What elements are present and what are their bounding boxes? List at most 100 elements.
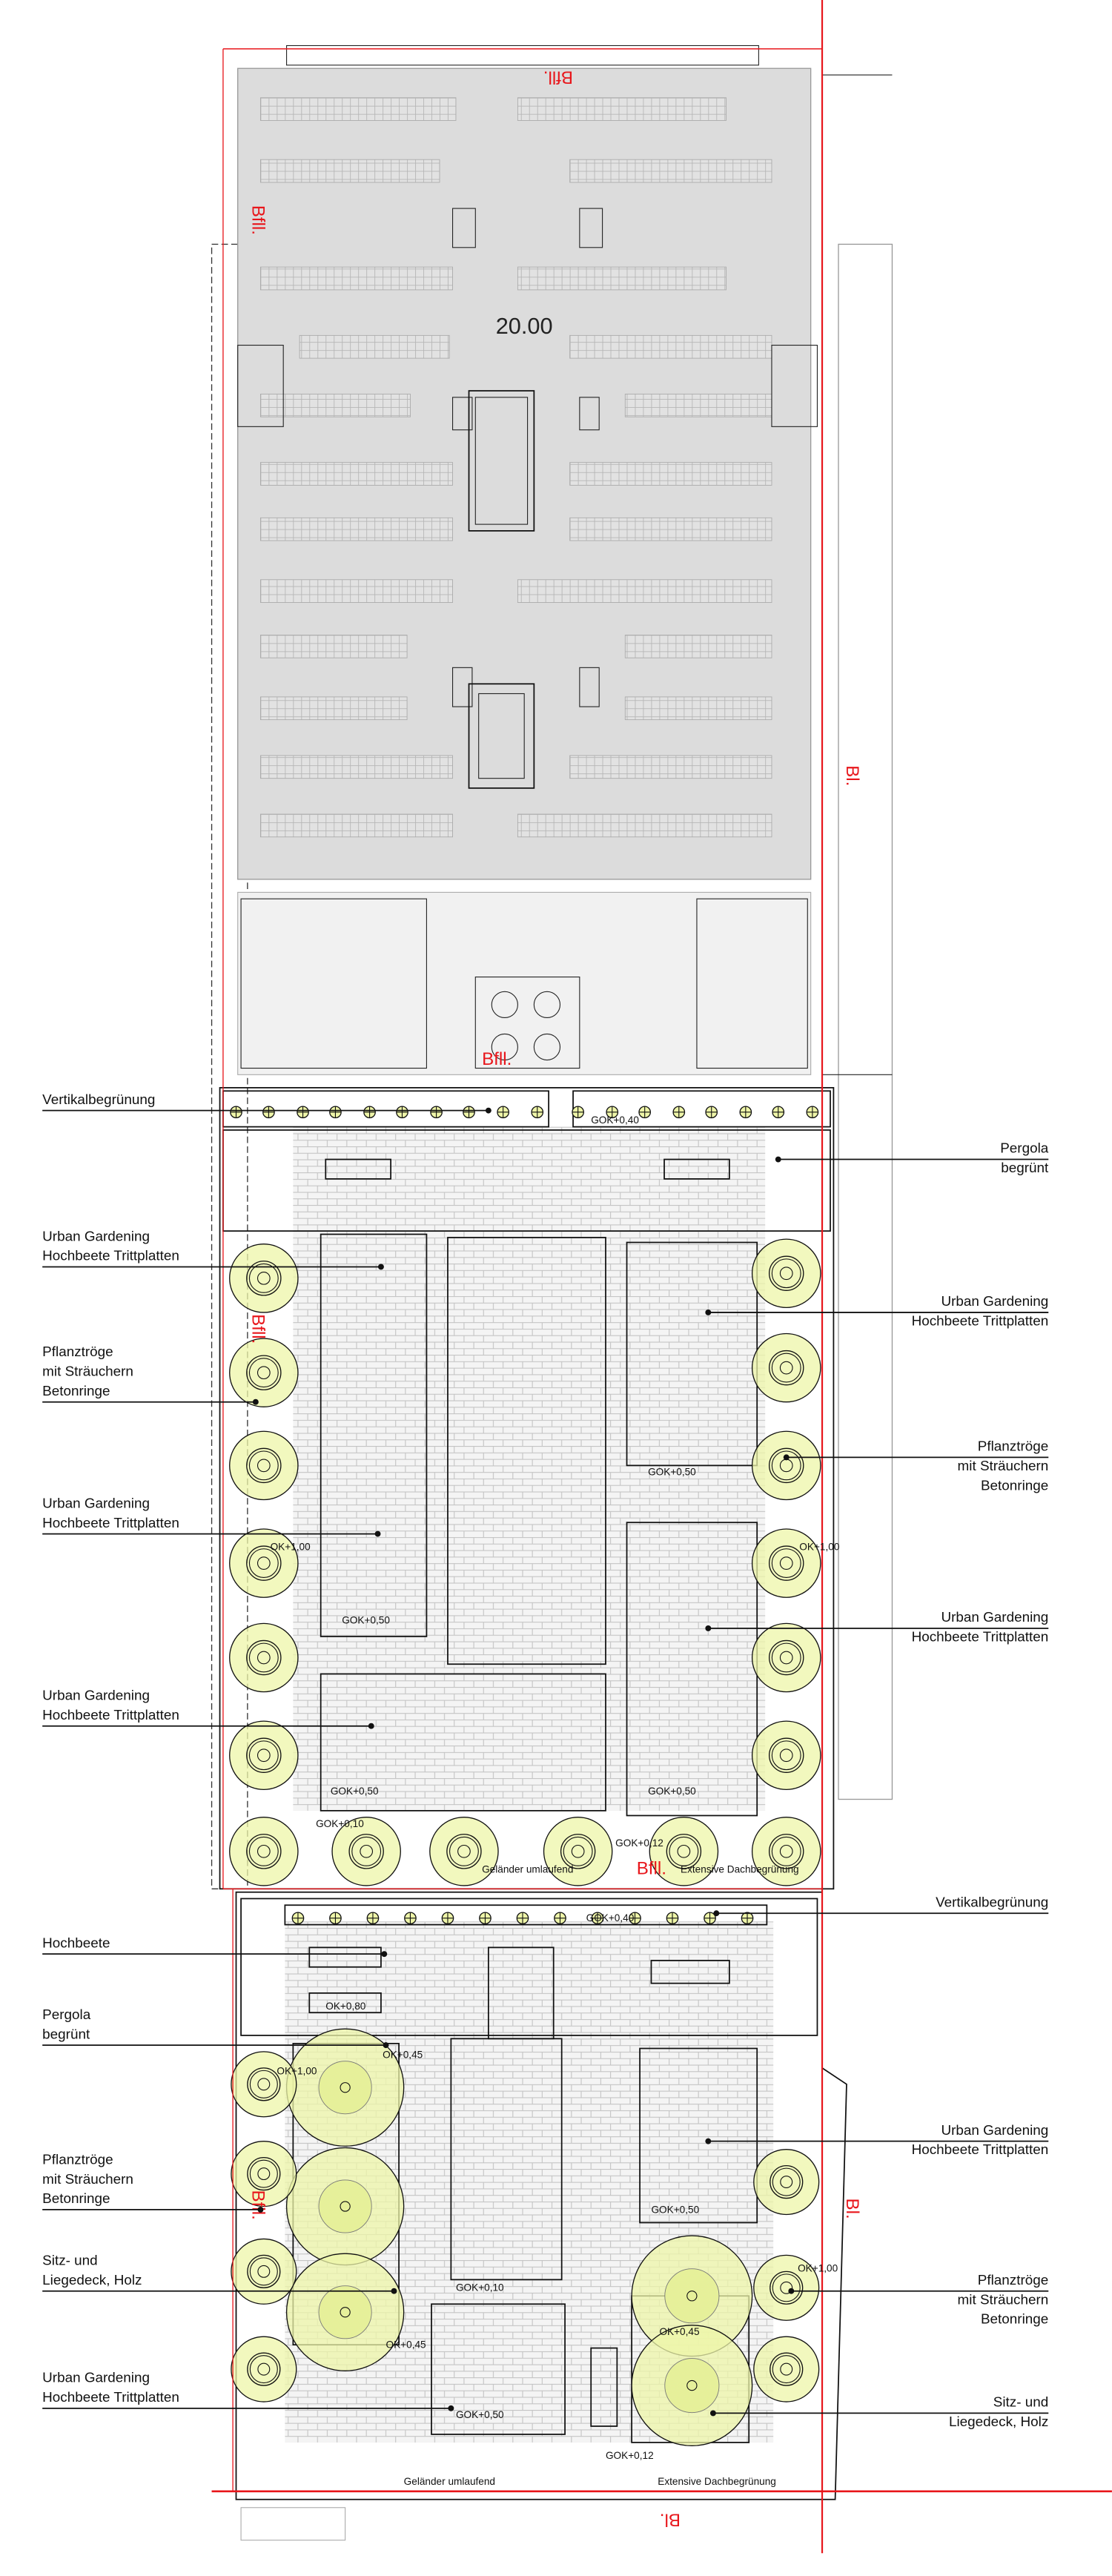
concrete-ring-planter xyxy=(751,1238,821,1309)
planter-core xyxy=(677,1844,691,1858)
planter-core xyxy=(780,2176,793,2189)
planter-core xyxy=(360,1844,374,1858)
elevation-label: GOK+0,40 xyxy=(591,1114,639,1126)
callout-label-left: Hochbeete Trittplatten xyxy=(42,1249,179,1264)
leader-dot xyxy=(368,1723,374,1729)
elevation-label: OK+0,45 xyxy=(383,2050,423,2061)
tree-crown xyxy=(664,2268,720,2324)
concrete-ring-planter xyxy=(753,2336,820,2402)
callout-label-right: Pflanztröge xyxy=(978,2273,1048,2288)
concrete-ring-planter xyxy=(229,1244,299,1313)
concrete-ring-planter xyxy=(649,1817,719,1886)
upper-roof-terrace xyxy=(219,1087,835,1890)
planter-ring xyxy=(771,1353,801,1383)
site-outline xyxy=(211,44,893,1889)
climbing-plant-cross xyxy=(606,1106,618,1118)
tree-trunk xyxy=(340,2307,351,2318)
planter-ring xyxy=(560,1834,596,1869)
callout-label-right: Vertikalbegrünung xyxy=(936,1895,1048,1910)
planter-ring xyxy=(769,1350,804,1386)
planter-core xyxy=(779,1651,793,1665)
grid-block xyxy=(569,462,772,486)
climbing-plant-cross xyxy=(297,1106,309,1118)
grid-block xyxy=(517,97,727,121)
callout-label-left: Vertikalbegrünung xyxy=(42,1092,155,1108)
concrete-ring-planter xyxy=(429,1817,499,1886)
planter-core xyxy=(779,1844,793,1858)
leader-dot xyxy=(252,1398,259,1405)
grid-block xyxy=(259,266,453,291)
planter-ring xyxy=(446,1834,482,1869)
planter-ring xyxy=(247,2156,281,2191)
climbing-plant-cross xyxy=(262,1106,275,1118)
concrete-ring-planter xyxy=(231,2336,297,2402)
climbing-plant-cross xyxy=(554,1912,566,1924)
callout-label-left: Sitz- und xyxy=(42,2253,98,2269)
planter-ring xyxy=(248,1740,279,1771)
climbing-plant-cross xyxy=(772,1106,784,1118)
planter-ring xyxy=(770,2164,804,2199)
callout-label-right: Urban Gardening xyxy=(941,1294,1048,1310)
callout-label-left: Urban Gardening xyxy=(42,1496,150,1511)
tree-trunk xyxy=(686,2291,698,2302)
elevation-label: OK+0,45 xyxy=(659,2326,699,2337)
climbing-plant-cross xyxy=(532,1106,543,1118)
planter-ring xyxy=(248,1263,279,1293)
grid-block xyxy=(259,755,453,779)
planter-ring xyxy=(772,2167,801,2196)
callout-label-left: Urban Gardening xyxy=(42,1688,150,1704)
section-lines: Bfll. Bfll. Bl. Bfll. Bfll. Bfll. Bfll. … xyxy=(211,0,1112,2554)
climbing-plant-cross xyxy=(572,1106,584,1118)
planter-core xyxy=(257,1366,271,1380)
callout-label-left: mit Sträuchern xyxy=(42,1364,133,1380)
leader-dot xyxy=(705,2138,712,2144)
planter-core xyxy=(257,2265,271,2278)
tree-crown xyxy=(318,2061,372,2115)
planter-ring xyxy=(770,2352,804,2386)
climbing-plant-cross xyxy=(673,1106,685,1118)
planter-core xyxy=(257,1748,271,1763)
planter-ring xyxy=(246,1639,282,1676)
concrete-ring-planter xyxy=(231,2141,297,2207)
grid-block xyxy=(569,334,772,359)
climbing-plant-cross xyxy=(463,1106,475,1118)
planter-ring xyxy=(563,1836,593,1866)
leader-dot xyxy=(381,1951,388,1958)
climbing-plant-cross xyxy=(230,1106,242,1118)
elevation-label: OK+1,00 xyxy=(271,1542,311,1553)
grid-block xyxy=(624,696,772,721)
callout-label-left: Pergola xyxy=(42,2007,91,2023)
grid-block xyxy=(569,159,772,183)
dimension-label: 20.00 xyxy=(496,313,553,339)
tree-trunk xyxy=(686,2380,698,2391)
concrete-ring-planter xyxy=(753,2149,820,2216)
tree-trunk xyxy=(340,2201,351,2212)
existing-building: 20.00 xyxy=(237,67,818,880)
elevation-label: GOK+0,50 xyxy=(342,1614,390,1625)
section-mark-bfl: Bfll. xyxy=(248,1314,268,1344)
callout-label-left: Pflanztröge xyxy=(42,2152,113,2167)
concrete-ring-planter xyxy=(751,1817,821,1886)
planter-core xyxy=(779,1748,793,1763)
planter-ring xyxy=(449,1836,479,1866)
leader-dot xyxy=(783,1454,790,1461)
planter-ring xyxy=(771,1548,801,1579)
planter-core xyxy=(457,1844,471,1858)
elevation-label: OK+1,00 xyxy=(277,2066,317,2077)
climbing-plant-cross xyxy=(666,1912,678,1924)
climbing-plant-cross xyxy=(704,1912,716,1924)
planter-core xyxy=(779,1556,793,1570)
elevation-label: GOK+0,10 xyxy=(316,1818,364,1829)
concrete-ring-planter xyxy=(231,2051,297,2118)
concrete-ring-planter xyxy=(229,1430,299,1501)
grid-block xyxy=(259,634,408,658)
callout-label-left: Hochbeete Trittplatten xyxy=(42,1516,179,1531)
elevation-label: OK+0,80 xyxy=(325,2001,366,2012)
climbing-plant-cross xyxy=(741,1912,753,1924)
planter-ring xyxy=(772,2273,801,2302)
planter-ring xyxy=(771,1740,801,1771)
elevation-label: GOK+0,50 xyxy=(648,1467,696,1478)
concrete-ring-planter xyxy=(751,1332,821,1403)
callout-label-right: Betonringe xyxy=(981,1478,1048,1493)
